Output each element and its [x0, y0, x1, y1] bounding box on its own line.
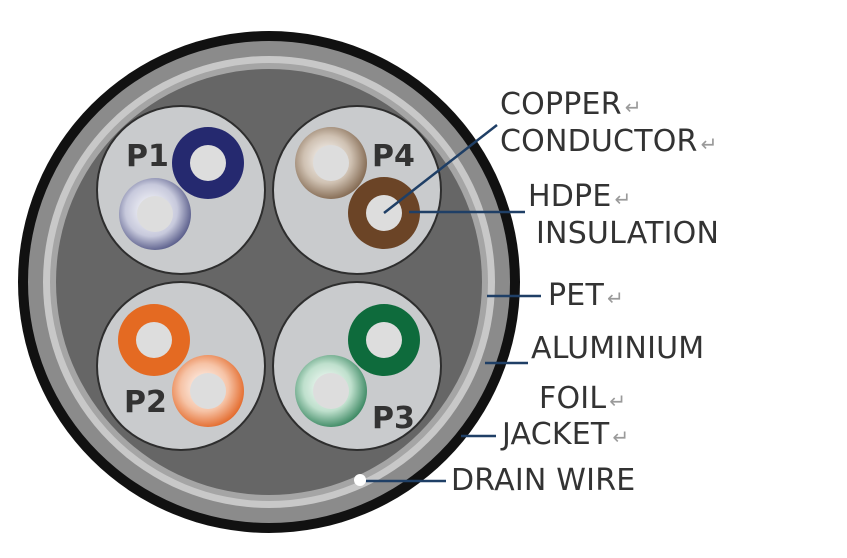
label-copper-conductor: COPPER↵ CONDUCTOR↵: [500, 87, 718, 159]
pair-p1: P1: [96, 105, 266, 275]
green-white-conductor: [313, 373, 349, 409]
copper-leader-line: [383, 124, 498, 214]
blue-conductor: [190, 145, 226, 181]
orange-white-conductor: [190, 373, 226, 409]
pair-p4: P4: [272, 105, 442, 275]
label-pet: PET↵: [548, 278, 624, 313]
brown-white-conductor: [313, 145, 349, 181]
label-jacket: JACKET↵: [500, 417, 629, 452]
jacket-label: JACKET↵: [500, 417, 629, 452]
pair-p3-label: P3: [372, 401, 415, 436]
blue-white-conductor: [137, 196, 173, 232]
label-hdpe-insulation: HDPE↵ INSULATION: [528, 179, 719, 251]
green-conductor: [366, 322, 402, 358]
label-aluminium-foil: ALUMINIUM FOIL↵: [531, 331, 704, 416]
copper-label-line2: CONDUCTOR↵: [500, 124, 718, 159]
pair-p2-jacket: [96, 281, 266, 451]
pair-p1-label: P1: [126, 139, 169, 174]
aluminium-label-line1: ALUMINIUM: [531, 331, 704, 366]
pair-p2: P2: [96, 281, 266, 451]
hdpe-label-line2: INSULATION: [536, 216, 719, 251]
aluminium-label-line2: FOIL↵: [539, 381, 626, 416]
orange-conductor: [136, 322, 172, 358]
pair-p3-jacket: [272, 281, 442, 451]
pair-p3: P3: [272, 281, 442, 451]
drain-wire-label: DRAIN WIRE: [451, 463, 635, 498]
pair-p2-label: P2: [124, 385, 167, 420]
pair-p4-label: P4: [372, 139, 415, 174]
hdpe-label-line1: HDPE↵: [528, 179, 631, 214]
label-drain-wire: DRAIN WIRE: [451, 463, 635, 498]
copper-label-line1: COPPER↵: [500, 87, 642, 122]
drain-wire-dot: [354, 474, 366, 486]
pet-label: PET↵: [548, 278, 624, 313]
